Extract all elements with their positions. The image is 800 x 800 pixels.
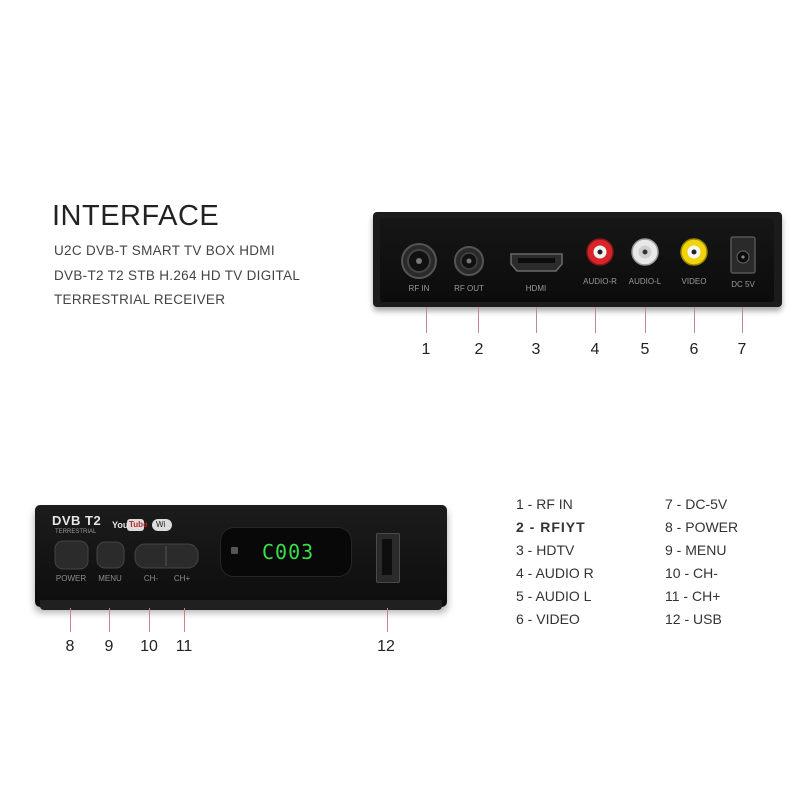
hdmi-port: [510, 253, 563, 272]
leader-line-4: [595, 307, 597, 333]
legend-item: 1 - RF IN: [516, 496, 573, 512]
callout-number-11: 11: [175, 638, 193, 655]
callout-number-5: 5: [640, 341, 650, 358]
leader-line-11: [184, 608, 186, 632]
rf-in-port: [401, 243, 437, 279]
legend-item: 9 - MENU: [665, 542, 727, 558]
subtitle-line-2: DVB-T2 T2 STB H.264 HD TV DIGITAL: [54, 268, 301, 283]
callout-number-8: 8: [65, 638, 75, 655]
subtitle-line-1: U2C DVB-T SMART TV BOX HDMI: [54, 243, 275, 258]
dvb-t2-logo: DVB T2: [52, 513, 102, 528]
leader-line-6: [694, 307, 696, 333]
leader-line-10: [149, 608, 151, 632]
ch-plus-button-label: CH+: [173, 574, 191, 583]
legend-item: 12 - USB: [665, 611, 722, 627]
front-panel-base: [40, 600, 442, 610]
audio-r-label: AUDIO-R: [583, 277, 617, 286]
leader-line-9: [109, 608, 111, 632]
leader-line-2: [478, 307, 480, 333]
ch-minus-button-label: CH-: [143, 574, 159, 583]
callout-number-6: 6: [689, 341, 699, 358]
callout-number-7: 7: [737, 341, 747, 358]
terrestrial-logo-text: TERRESTRIAL: [55, 529, 97, 535]
leader-line-3: [536, 307, 538, 333]
usb-slot: [382, 539, 392, 575]
legend-item: 2 - RFIYT: [516, 519, 586, 535]
legend-item: 5 - AUDIO L: [516, 588, 592, 604]
video-port: [680, 238, 708, 266]
menu-button-label: MENU: [98, 574, 122, 583]
audio-l-label: AUDIO-L: [628, 277, 662, 286]
rf-out-port: [454, 246, 484, 276]
youtube-tube-badge: [127, 519, 144, 531]
leader-line-7: [742, 307, 744, 333]
hdmi-label: HDMI: [525, 284, 547, 293]
callout-number-1: 1: [421, 341, 431, 358]
rf-in-label: RF IN: [408, 284, 430, 293]
callout-number-2: 2: [474, 341, 484, 358]
power-button-label: POWER: [55, 574, 87, 583]
display-indicator: [231, 547, 238, 554]
youtube-logo-text: You: [112, 520, 129, 530]
legend-item: 7 - DC-5V: [665, 496, 728, 512]
leader-line-12: [387, 608, 389, 632]
legend-item: 6 - VIDEO: [516, 611, 580, 627]
legend-item: 4 - AUDIO R: [516, 565, 594, 581]
subtitle-line-3: TERRESTRIAL RECEIVER: [54, 292, 226, 307]
leader-line-5: [645, 307, 647, 333]
legend-item: 3 - HDTV: [516, 542, 575, 558]
page-title: INTERFACE: [52, 200, 220, 232]
menu-button-shape: [96, 541, 125, 569]
audio-r-port: [586, 238, 614, 266]
legend-item: 8 - POWER: [665, 519, 739, 535]
youtube-tube-text: Tube: [129, 520, 148, 529]
power-button-shape: [54, 540, 89, 570]
callout-number-10: 10: [140, 638, 158, 655]
wifi-badge: [152, 519, 172, 531]
video-label: VIDEO: [681, 277, 707, 286]
legend-item: 11 - CH+: [665, 588, 721, 604]
legend-item: 10 - CH-: [665, 565, 718, 581]
rf-out-label: RF OUT: [454, 284, 484, 293]
audio-l-port: [631, 238, 659, 266]
callout-number-4: 4: [590, 341, 600, 358]
display-channel-text: C003: [262, 540, 315, 564]
leader-line-8: [70, 608, 72, 632]
wifi-icon: Wi: [156, 520, 166, 529]
leader-line-1: [426, 307, 428, 333]
callout-number-3: 3: [531, 341, 541, 358]
callout-number-12: 12: [377, 638, 395, 655]
dc-5v-label: DC 5V: [731, 280, 755, 289]
rear-panel-face: [380, 218, 774, 302]
dc-5v-port: [730, 236, 756, 274]
callout-number-9: 9: [104, 638, 114, 655]
led-display: [220, 527, 352, 577]
